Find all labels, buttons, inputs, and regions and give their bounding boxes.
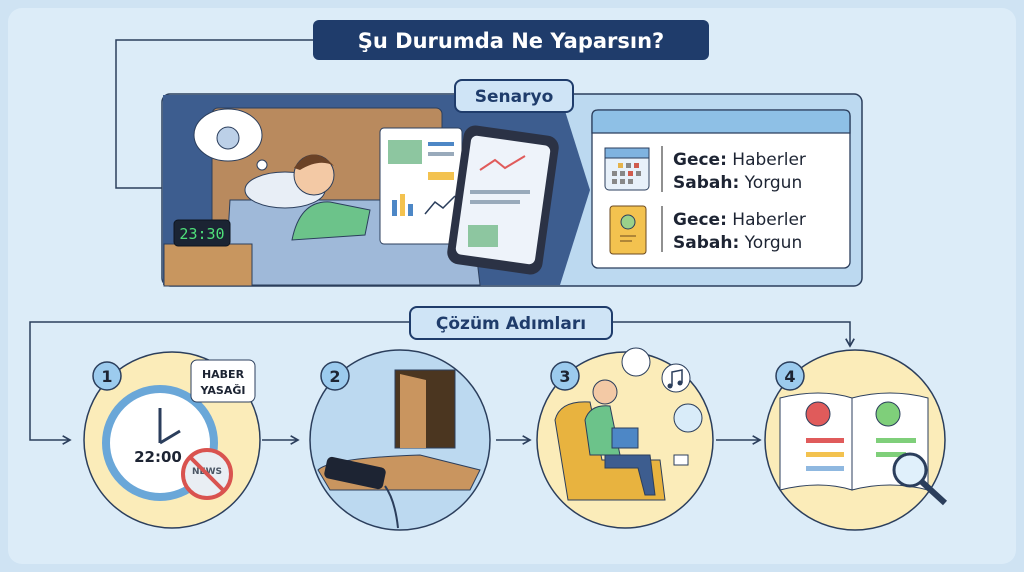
scenario-panel: 23:30 Gece: [161, 93, 863, 287]
reader-head [592, 379, 618, 405]
title-connector [115, 39, 313, 189]
step-number: 2 [329, 367, 340, 386]
person-hair [294, 154, 334, 170]
svg-text:Çözüm Adımları: Çözüm Adımları [436, 314, 586, 334]
log-row-1-night: Gece: Haberler [673, 150, 806, 170]
book-icon [621, 347, 651, 377]
log-row-2-morning: Sabah: Yorgun [673, 233, 802, 253]
reader-legs [604, 454, 656, 496]
happy-face-icon [875, 401, 901, 427]
step-number: 4 [784, 367, 795, 386]
scenario-label: Senaryo [454, 79, 574, 113]
tea-cup-icon [673, 454, 689, 466]
magnifier-icon [892, 452, 948, 506]
mood-bars [806, 438, 916, 471]
step-number: 3 [559, 367, 570, 386]
calendar-icon [604, 147, 650, 191]
thought-bubble-dot [256, 159, 268, 171]
journal-icon [609, 205, 647, 255]
sleep-log-card: Gece: Haberler Sabah: Yorgun Gece: Haber… [591, 109, 851, 269]
title-banner: Şu Durumda Ne Yaparsın? [313, 20, 709, 60]
breathing-icon [673, 403, 703, 433]
person-shirt [291, 201, 371, 241]
svg-text:Senaryo: Senaryo [475, 87, 554, 107]
steps-connector-right [612, 321, 855, 348]
news-document-icon [379, 127, 463, 245]
phone-charging-icon [324, 456, 386, 490]
alarm-clock [173, 219, 231, 247]
clock-time-label: 22:00 [134, 448, 182, 466]
music-note-icon [661, 363, 691, 393]
svg-text:HABER: HABER [202, 368, 245, 381]
nightstand [163, 243, 253, 287]
alarm-clock-time: 23:30 [179, 225, 224, 243]
no-news-icon: NEWS [181, 448, 233, 500]
step-3: 3 [536, 347, 714, 529]
step-4: 4 [764, 349, 948, 531]
step-number: 1 [101, 367, 112, 386]
svg-text:YASAĞI: YASAĞI [200, 384, 246, 397]
armchair [554, 401, 666, 501]
log-row-1-morning: Sabah: Yorgun [673, 173, 802, 193]
page-title: Şu Durumda Ne Yaparsın? [358, 29, 664, 53]
step-1: 22:00 NEWS HABER YASAĞI 1 [83, 351, 261, 529]
steps-label: Çözüm Adımları [409, 306, 613, 340]
step-2: 2 [309, 349, 491, 531]
news-ban-bubble: HABER YASAĞI [190, 359, 256, 403]
log-row-2-night: Gece: Haberler [673, 210, 806, 230]
charging-cable [384, 485, 399, 529]
sad-face-icon [805, 401, 831, 427]
steps-connector-left [29, 321, 410, 445]
worried-face-icon [216, 126, 240, 150]
book-in-hand-icon [611, 427, 639, 449]
smartphone-icon [447, 125, 559, 275]
